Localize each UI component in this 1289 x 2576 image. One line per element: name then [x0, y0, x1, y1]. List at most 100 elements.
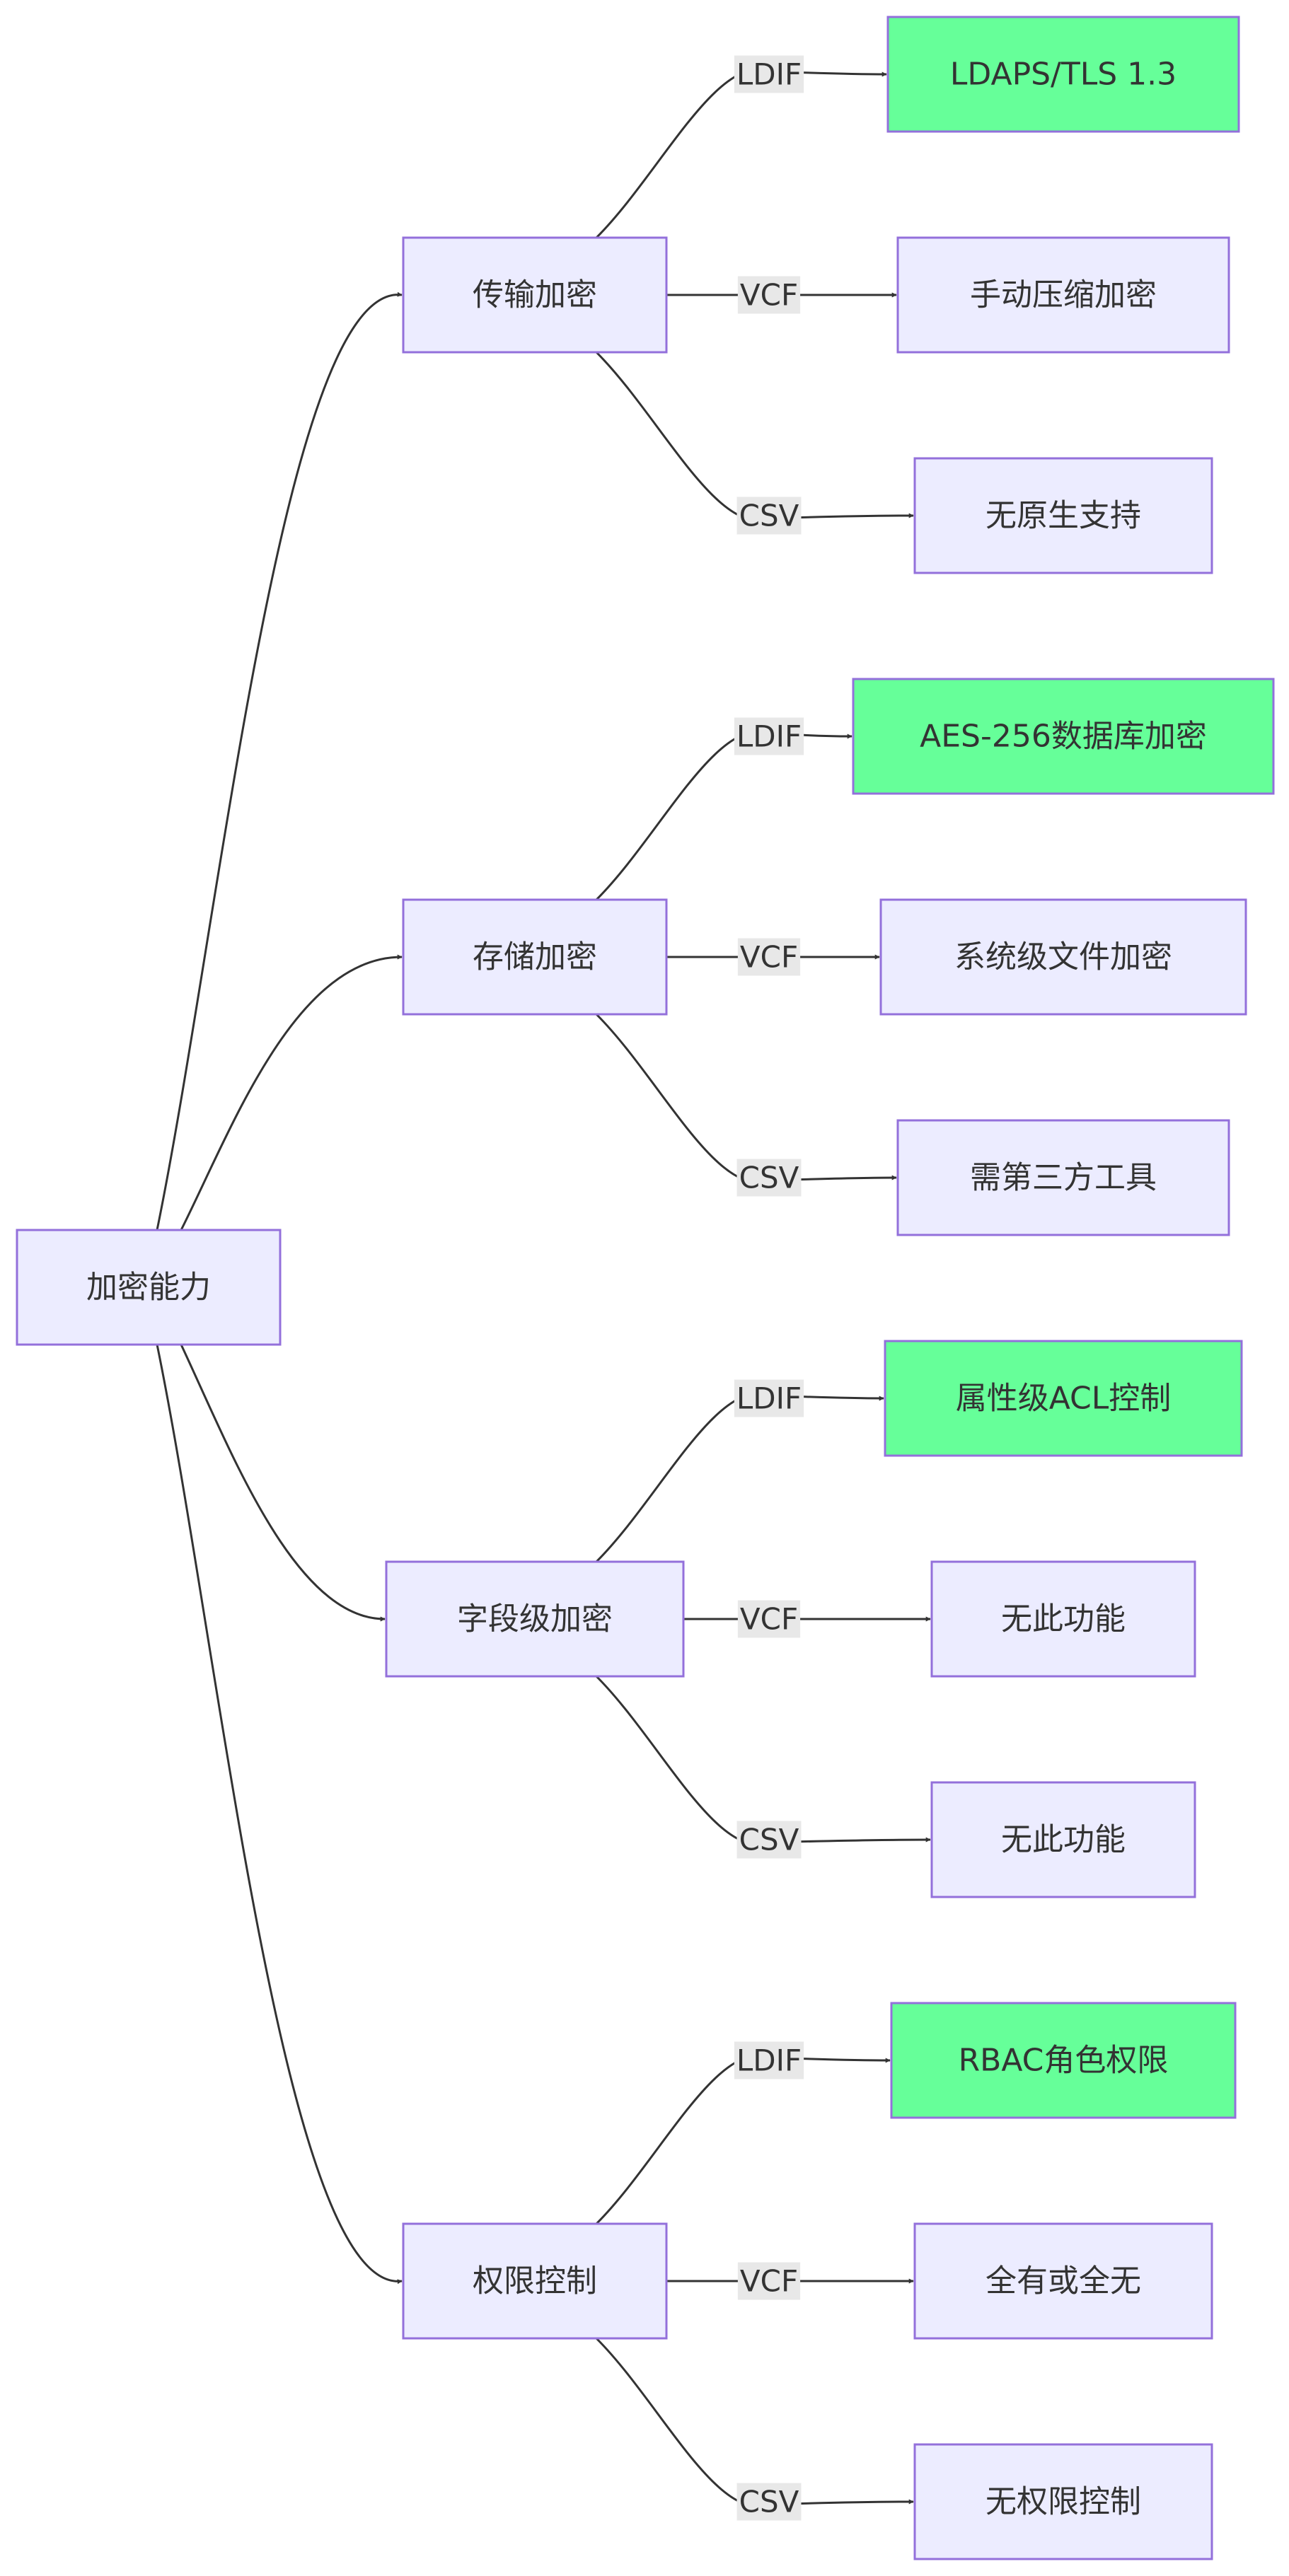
- result-node-3-2: 无此功能: [930, 1560, 1196, 1678]
- format-label-1-1-bg: [734, 55, 804, 93]
- format-label-4-1-text: LDIF: [736, 2043, 802, 2078]
- edge-root-to-group-4: [156, 1344, 403, 2285]
- result-node-4-2: 全有或全无: [913, 2222, 1213, 2340]
- result-node-4-1-label: RBAC角色权限: [959, 2043, 1169, 2079]
- format-label-1-2-bg: [737, 276, 801, 314]
- result-node-2-2: 系统级文件加密: [879, 898, 1247, 1016]
- format-label-2-2: VCF: [737, 938, 801, 976]
- result-node-3-1: 属性级ACL控制: [884, 1340, 1243, 1457]
- category-node-1: 传输加密: [402, 236, 668, 354]
- format-label-1-3-bg: [736, 497, 802, 535]
- format-label-1-3-text: CSV: [739, 499, 799, 533]
- result-node-4-3: 无权限控制: [913, 2443, 1213, 2560]
- result-node-1-3: 无原生支持: [913, 457, 1213, 574]
- edge-group-3-to-leaf-1: [595, 1393, 884, 1563]
- format-label-2-1-bg: [734, 717, 804, 755]
- result-node-1-3-label: 无原生支持: [985, 498, 1141, 534]
- format-label-2-2-bg: [737, 938, 801, 976]
- category-node-2: 存储加密: [402, 898, 668, 1016]
- result-node-3-2-label: 无此功能: [1001, 1601, 1126, 1637]
- edge-group-3-to-leaf-3: [595, 1675, 931, 1845]
- format-label-2-3-text: CSV: [739, 1161, 799, 1195]
- edge-group-4-to-leaf-3: [595, 2337, 914, 2507]
- format-label-2-1-text: LDIF: [736, 719, 802, 754]
- result-node-3-3-box: [930, 1781, 1196, 1898]
- result-node-3-3: 无此功能: [930, 1781, 1196, 1898]
- result-node-2-2-label: 系统级文件加密: [954, 939, 1172, 975]
- result-node-4-3-box: [913, 2443, 1213, 2560]
- format-label-4-3-text: CSV: [739, 2485, 799, 2519]
- format-label-4-1-bg: [734, 2041, 804, 2079]
- format-label-3-1-text: LDIF: [736, 1381, 802, 1416]
- format-label-4-2-bg: [737, 2262, 801, 2300]
- format-label-2-3: CSV: [736, 1159, 802, 1197]
- format-label-1-2-text: VCF: [740, 278, 798, 313]
- format-label-2-1: LDIF: [734, 717, 804, 755]
- format-label-1-2: VCF: [737, 276, 801, 314]
- root-node: 加密能力: [16, 1229, 282, 1346]
- edge-labels-layer: LDIF VCF CSV LDIF VCF CSV LDIF VCF CSV LDIF VCF CSV: [734, 55, 804, 2521]
- category-node-1-box: [402, 236, 668, 354]
- root-node-label: 加密能力: [86, 1270, 211, 1306]
- root-node-box: [16, 1229, 282, 1346]
- format-label-4-2-text: VCF: [740, 2264, 798, 2299]
- result-node-3-1-label: 属性级ACL控制: [956, 1381, 1172, 1417]
- format-label-3-1: LDIF: [734, 1379, 804, 1417]
- result-node-4-1: RBAC角色权限: [890, 2002, 1237, 2119]
- result-node-4-3-label: 无权限控制: [985, 2484, 1141, 2520]
- format-label-3-2-text: VCF: [740, 1602, 798, 1637]
- result-node-1-3-box: [913, 457, 1213, 574]
- edge-group-2-to-leaf-1: [595, 731, 852, 901]
- category-node-4: 权限控制: [402, 2222, 668, 2340]
- format-label-2-2-text: VCF: [740, 940, 798, 975]
- edge-root-to-group-3: [180, 1344, 386, 1622]
- result-node-3-1-box: [884, 1340, 1243, 1457]
- category-node-2-label: 存储加密: [473, 939, 597, 975]
- format-label-3-1-bg: [734, 1379, 804, 1417]
- result-node-2-3-label: 需第三方工具: [970, 1160, 1157, 1196]
- result-node-4-2-box: [913, 2222, 1213, 2340]
- result-node-1-1: LDAPS/TLS 1.3: [886, 16, 1240, 133]
- format-label-1-1-text: LDIF: [736, 57, 802, 92]
- result-node-3-3-label: 无此功能: [1001, 1822, 1126, 1858]
- result-node-2-3: 需第三方工具: [896, 1119, 1230, 1236]
- format-label-3-3: CSV: [736, 1821, 802, 1859]
- result-node-2-3-box: [896, 1119, 1230, 1236]
- result-node-1-1-label: LDAPS/TLS 1.3: [950, 57, 1177, 93]
- result-node-1-2-box: [896, 236, 1230, 354]
- result-node-2-1-label: AES-256数据库加密: [920, 719, 1207, 755]
- result-node-3-2-box: [930, 1560, 1196, 1678]
- format-label-3-2-bg: [737, 1600, 801, 1638]
- result-node-2-2-box: [879, 898, 1247, 1016]
- edge-group-1-to-leaf-3: [595, 351, 914, 521]
- category-node-1-label: 传输加密: [473, 277, 597, 313]
- format-label-2-3-bg: [736, 1159, 802, 1197]
- format-label-3-3-bg: [736, 1821, 802, 1859]
- format-label-3-2: VCF: [737, 1600, 801, 1638]
- category-node-3-label: 字段级加密: [457, 1601, 613, 1637]
- result-node-4-1-box: [890, 2002, 1237, 2119]
- format-label-1-1: LDIF: [734, 55, 804, 93]
- result-node-2-1-box: [852, 678, 1275, 795]
- format-label-4-1: LDIF: [734, 2041, 804, 2079]
- edge-group-2-to-leaf-3: [595, 1013, 897, 1183]
- edge-root-to-group-1: [156, 291, 403, 1231]
- edge-group-1-to-leaf-1: [595, 69, 887, 239]
- edge-root-to-group-2: [180, 954, 403, 1231]
- format-label-3-3-text: CSV: [739, 1823, 799, 1857]
- category-node-3-box: [385, 1560, 685, 1678]
- format-label-4-2: VCF: [737, 2262, 801, 2300]
- format-label-1-3: CSV: [736, 497, 802, 535]
- category-node-4-label: 权限控制: [473, 2263, 597, 2299]
- result-node-1-2-label: 手动压缩加密: [970, 277, 1157, 313]
- category-node-4-box: [402, 2222, 668, 2340]
- category-node-2-box: [402, 898, 668, 1016]
- result-node-1-1-box: [886, 16, 1240, 133]
- edge-group-4-to-leaf-1: [595, 2055, 891, 2225]
- category-node-3: 字段级加密: [385, 1560, 685, 1678]
- result-node-1-2: 手动压缩加密: [896, 236, 1230, 354]
- result-node-2-1: AES-256数据库加密: [852, 678, 1275, 795]
- format-label-4-3: CSV: [736, 2483, 802, 2521]
